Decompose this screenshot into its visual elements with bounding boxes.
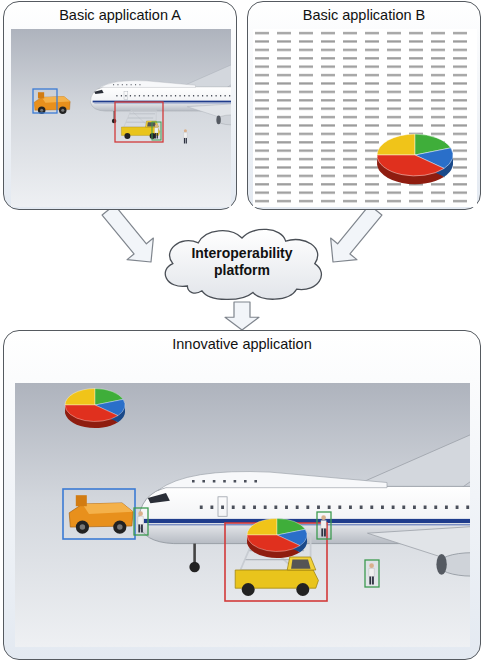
sheet-ground (253, 29, 477, 207)
detection-box (63, 489, 135, 539)
person-figure (321, 515, 326, 536)
box-title: Innovative application (172, 336, 311, 352)
scene-image (11, 29, 231, 207)
application-box: Innovative application (3, 330, 481, 660)
platform-cloud: Interoperability platform (151, 222, 333, 302)
detection-box (152, 122, 161, 140)
detection-box (365, 560, 379, 587)
stairs-truck (121, 110, 159, 139)
cloud-shape (165, 229, 321, 299)
detection-box (317, 512, 331, 539)
person-figure (184, 129, 188, 143)
airplane (90, 47, 231, 146)
airplane (139, 392, 470, 626)
person-figure (155, 124, 159, 138)
box-title: Basic application B (303, 7, 426, 23)
detection-box (33, 89, 57, 113)
block-arrow (102, 205, 153, 262)
pie-chart (65, 389, 125, 429)
block-arrow (225, 302, 259, 330)
person-figure (369, 563, 374, 584)
box-title: Basic application A (59, 7, 181, 23)
pie-chart (377, 134, 453, 184)
tug-vehicle (69, 495, 133, 534)
person-figure (138, 511, 143, 532)
application-box: Basic application B (247, 1, 481, 210)
tug-vehicle (34, 92, 70, 114)
detection-box (115, 102, 163, 142)
pie-chart (247, 519, 307, 559)
application-box: Basic application A (3, 1, 237, 210)
table-cells (255, 31, 475, 205)
scene-image (15, 383, 470, 647)
block-arrow (331, 205, 382, 262)
platform-label: Interoperability platform (181, 245, 303, 279)
scene-ground (11, 29, 231, 207)
detection-box (134, 508, 148, 535)
spreadsheet-image (253, 29, 477, 207)
